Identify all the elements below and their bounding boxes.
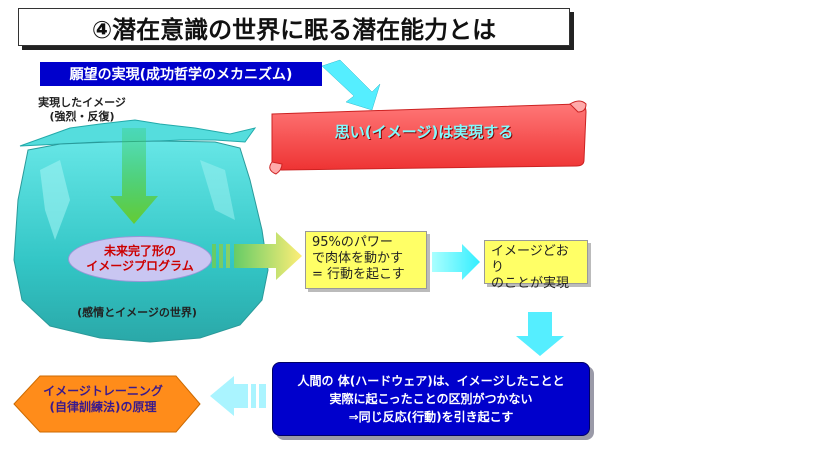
iceberg-highlight	[40, 160, 70, 240]
page-title-text: ④潜在意識の世界に眠る潜在能力とは	[91, 15, 497, 44]
image-program-line1: 未来完了形の	[103, 244, 176, 258]
body-to-training-arrow	[210, 376, 266, 416]
training-line2: (自律訓練法)の原理	[49, 400, 157, 414]
body-hardware-box: 人間の 体(ハードウェア)は、イメージしたことと 実際に起こったことの区別がつか…	[272, 362, 590, 436]
cyan-diagonal-arrow	[321, 59, 381, 111]
power-95-box: 95%のパワー で肉体を動かす = 行動を起こす	[305, 231, 427, 289]
realized-box: イメージどおり のことが実現	[484, 240, 588, 291]
program-to-action-arrow	[212, 232, 302, 280]
banner-text: 思い(イメージ)は実現する	[334, 123, 514, 141]
iceberg-highlight-2	[200, 160, 235, 220]
iceberg-top-label-line1: 実現したイメージ	[38, 96, 126, 109]
power-95-line2: で肉体を動かす	[312, 251, 404, 266]
image-program-ellipse: 未来完了形の イメージプログラム	[68, 236, 212, 282]
body-hardware-line1: 人間の 体(ハードウェア)は、イメージしたことと	[297, 374, 565, 388]
realized-line2: のことが実現	[491, 276, 570, 291]
power-95-line3: = 行動を起こす	[312, 267, 405, 282]
page-title: ④潜在意識の世界に眠る潜在能力とは	[18, 8, 570, 46]
emotion-world-label: (感情とイメージの世界)	[77, 306, 197, 319]
training-pentagon	[13, 375, 201, 433]
realized-line1: イメージどおり	[491, 244, 569, 275]
image-program-line2: イメージプログラム	[86, 259, 194, 273]
body-hardware-line2: 実際に起こったことの区別がつかない	[329, 392, 533, 406]
iceberg-top-label-line2: (強烈・反復)	[49, 110, 115, 123]
iceberg-top-label: 実現したイメージ (強烈・反復)	[12, 96, 152, 124]
subtitle-banner: 願望の実現(成功哲学のメカニズム)	[40, 62, 322, 86]
green-down-arrow	[110, 128, 158, 224]
realized-to-body-arrow	[516, 312, 564, 356]
training-label: イメージトレーニング (自律訓練法)の原理	[14, 383, 192, 415]
training-line1: イメージトレーニング	[43, 384, 163, 398]
action-to-realized-arrow	[432, 244, 480, 280]
subtitle-text: 願望の実現(成功哲学のメカニズム)	[69, 67, 293, 83]
body-hardware-line3: ⇒同じ反応(行動)を引き起こす	[348, 410, 514, 424]
banner-scroll	[269, 100, 587, 175]
power-95-line1: 95%のパワー	[312, 235, 393, 250]
